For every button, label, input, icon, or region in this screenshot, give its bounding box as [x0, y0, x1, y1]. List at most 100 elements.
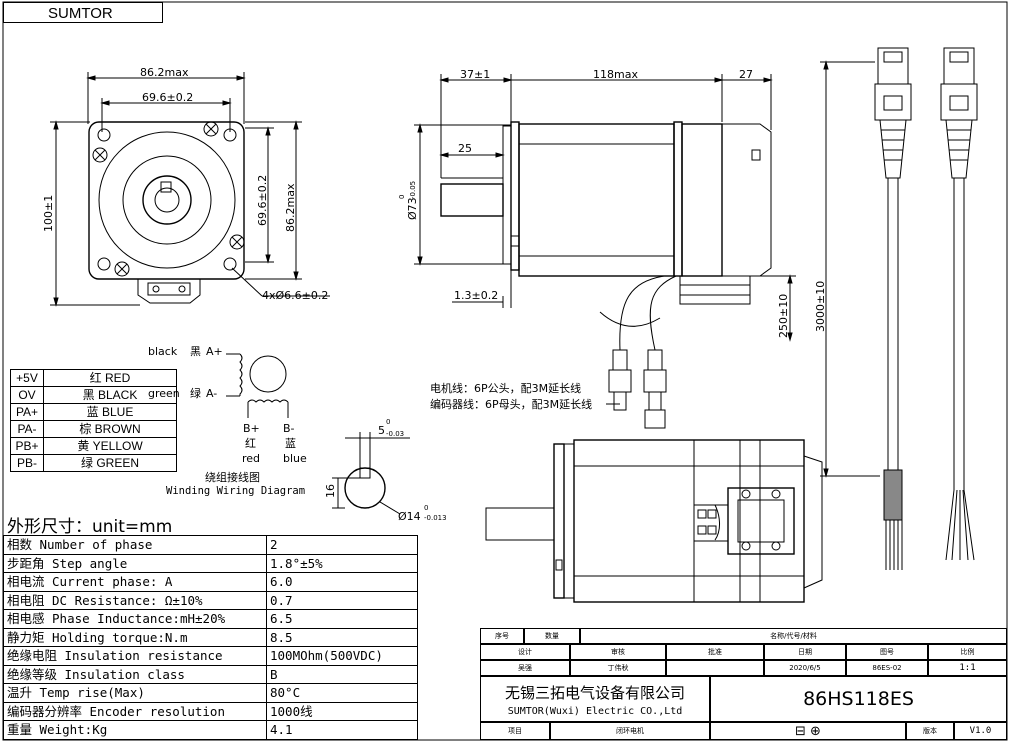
- tb-scale: 比例: [928, 644, 1007, 660]
- spec-label: 绝缘等级 Insulation class: [3, 664, 267, 684]
- winding-caption-cn: 绕组接线图: [205, 470, 260, 484]
- tb-company-cn: 无锡三拓电气设备有限公司: [504, 683, 685, 702]
- tb-seq: 序号: [480, 628, 524, 644]
- tb-name-code: 名称/代号/材料: [580, 628, 1007, 644]
- wire-row: PB+黄 YELLOW: [10, 437, 177, 455]
- cable-view: [820, 47, 978, 570]
- projection-symbol-icon: ⊟ ⊕: [710, 722, 906, 740]
- front-view: [50, 72, 330, 307]
- spec-label: 相电流 Current phase: A: [3, 572, 267, 592]
- spec-value: B: [266, 664, 418, 684]
- winding-red-cn: 红: [245, 437, 256, 450]
- winding-b-minus: B-: [283, 422, 295, 435]
- wire-pin: OV: [10, 386, 44, 404]
- wire-color: 黄 YELLOW: [43, 437, 177, 455]
- dim-encoder-length: 27: [739, 68, 753, 81]
- dim-pilot-tol-lower: -0.05: [409, 181, 417, 199]
- wire-color: 红 RED: [43, 369, 177, 387]
- dim-front-height-max: 86.2max: [284, 183, 297, 232]
- winding-black-cn: 黑: [190, 345, 201, 358]
- spec-label: 步距角 Step angle: [3, 553, 267, 573]
- brand-label: SUMTOR: [3, 2, 163, 23]
- tb-designer: 吴强: [480, 660, 570, 676]
- wire-color: 黑 BLACK: [43, 386, 177, 404]
- dim-shaft-tol-upper: 0: [424, 504, 428, 512]
- dim-shaft-length: 37±1: [460, 68, 490, 81]
- tb-version-label: 版本: [906, 722, 954, 740]
- spec-value: 1000线: [266, 701, 418, 721]
- wire-row: PA-棕 BROWN: [10, 420, 177, 438]
- side-view: [414, 74, 796, 429]
- winding-blue-label: blue: [283, 452, 307, 465]
- wire-color: 棕 BROWN: [43, 420, 177, 438]
- title-block: 序号 数量 名称/代号/材料 设计 审核 批准 日期 图号 比例 吴强 丁伟秋 …: [480, 628, 1007, 740]
- tb-project-value: 闭环电机: [550, 722, 710, 740]
- spec-value: 1.8°±5%: [266, 553, 418, 573]
- dim-pilot-tol-upper: 0: [398, 195, 406, 199]
- spec-value: 2: [266, 535, 418, 555]
- tb-scale-value: 1:1: [928, 660, 1007, 676]
- tb-qty: 数量: [524, 628, 580, 644]
- spec-row: 相电感 Phase Inductance:mH±20%6.5: [3, 609, 418, 629]
- tb-approver: [666, 660, 764, 676]
- spec-label: 编码器分辨率 Encoder resolution: [3, 701, 267, 721]
- wire-row: PB-绿 GREEN: [10, 454, 177, 472]
- spec-label: 温升 Temp rise(Max): [3, 683, 267, 703]
- wire-pin: +5V: [10, 369, 44, 387]
- tb-design: 设计: [480, 644, 570, 660]
- dim-hole-spacing-v: 69.6±0.2: [256, 175, 269, 226]
- winding-a-minus: A-: [206, 387, 217, 400]
- dim-body-length: 118max: [593, 68, 638, 81]
- shaft-section: [332, 432, 410, 515]
- spec-label: 相数 Number of phase: [3, 535, 267, 555]
- dim-shaft-diameter: Ø14: [398, 510, 421, 523]
- dim-mount-holes: 4xØ6.6±0.2: [262, 289, 328, 302]
- bottom-view: [485, 439, 823, 603]
- winding-b-plus: B+: [243, 422, 260, 435]
- dim-shaft-flat: 16: [324, 484, 337, 498]
- spec-label: 相电感 Phase Inductance:mH±20%: [3, 609, 267, 629]
- dim-pilot-diameter: Ø73: [406, 197, 419, 220]
- spec-label: 静力矩 Holding torque:N.m: [3, 627, 267, 647]
- spec-value: 6.0: [266, 572, 418, 592]
- tb-drawing-no-value: 86ES-02: [846, 660, 928, 676]
- wire-color: 蓝 BLUE: [43, 403, 177, 421]
- dim-cable-length: 3000±10: [814, 281, 827, 332]
- tb-project: 项目: [480, 722, 550, 740]
- tb-approve: 批准: [666, 644, 764, 660]
- spec-title: 外形尺寸：unit=mm: [7, 517, 173, 537]
- spec-value: 8.5: [266, 627, 418, 647]
- winding-a-plus: A+: [206, 345, 223, 358]
- tb-date: 日期: [764, 644, 846, 660]
- dim-key-length: 25: [458, 142, 472, 155]
- tb-company-en: SUMTOR(Wuxi) Electric CO.,Ltd: [507, 705, 683, 717]
- spec-value: 100MOhm(500VDC): [266, 646, 418, 666]
- winding-black-label: black: [148, 345, 178, 358]
- dim-shaft-tol-lower: -0.013: [424, 514, 447, 522]
- tb-date-value: 2020/6/5: [764, 660, 846, 676]
- spec-value: 6.5: [266, 609, 418, 629]
- encoder-line-note: 编码器线：6P母头，配3M延长线: [430, 397, 592, 411]
- tb-check: 审核: [570, 644, 666, 660]
- wire-pin: PA+: [10, 403, 44, 421]
- dim-key-tol-lower: -0.03: [386, 430, 404, 438]
- tb-drawing-no: 图号: [846, 644, 928, 660]
- wire-row: PA+蓝 BLUE: [10, 403, 177, 421]
- spec-row: 温升 Temp rise(Max)80°C: [3, 683, 418, 703]
- spec-value: 80°C: [266, 683, 418, 703]
- dim-flange-thickness: 1.3±0.2: [454, 289, 498, 302]
- spec-label: 绝缘电阻 Insulation resistance: [3, 646, 267, 666]
- winding-caption-en: Winding Wiring Diagram: [166, 485, 305, 497]
